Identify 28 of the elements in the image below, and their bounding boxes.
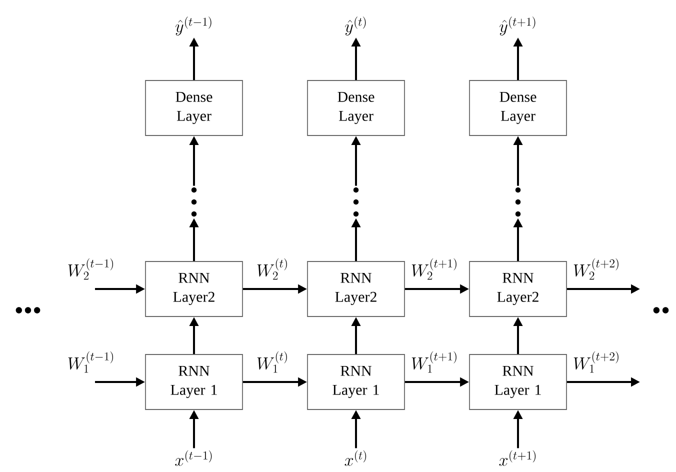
layer-box: RNN Layer 1: [307, 354, 405, 410]
edge-label: $W_2^{(t+1)}$: [410, 257, 460, 281]
vertical-ellipsis: [353, 187, 359, 217]
math-label: $x^{(t)}$: [344, 450, 366, 466]
layer-box: Dense Layer: [307, 80, 405, 136]
math-label: $\hat{y}^{(t-1)}$: [176, 16, 212, 36]
edge-label: $W_2^{(t-1)}$: [66, 257, 116, 281]
layer-box: RNN Layer2: [145, 261, 243, 317]
vertical-ellipsis: [515, 187, 521, 217]
ellipsis: ••: [653, 307, 669, 314]
edge-label: $W_2^{(t+2)}$: [572, 257, 622, 281]
layer-box: RNN Layer 1: [469, 354, 567, 410]
math-label: $\hat{y}^{(t+1)}$: [500, 16, 536, 36]
layer-box: RNN Layer 1: [145, 354, 243, 410]
math-label: $x^{(t+1)}$: [499, 450, 536, 466]
edge-label: $W_1^{(t-1)}$: [66, 350, 116, 374]
layer-box: Dense Layer: [145, 80, 243, 136]
edge-label: $W_1^{(t+2)}$: [572, 350, 622, 374]
math-label: $x^{(t-1)}$: [175, 450, 212, 466]
layer-box: Dense Layer: [469, 80, 567, 136]
edge-label: $W_1^{(t)}$: [255, 350, 290, 374]
ellipsis: •••: [16, 307, 40, 314]
math-label: $\hat{y}^{(t)}$: [345, 16, 366, 36]
edge-label: $W_2^{(t)}$: [255, 257, 290, 281]
layer-box: RNN Layer2: [469, 261, 567, 317]
vertical-ellipsis: [191, 187, 197, 217]
edge-label: $W_1^{(t+1)}$: [410, 350, 460, 374]
layer-box: RNN Layer2: [307, 261, 405, 317]
